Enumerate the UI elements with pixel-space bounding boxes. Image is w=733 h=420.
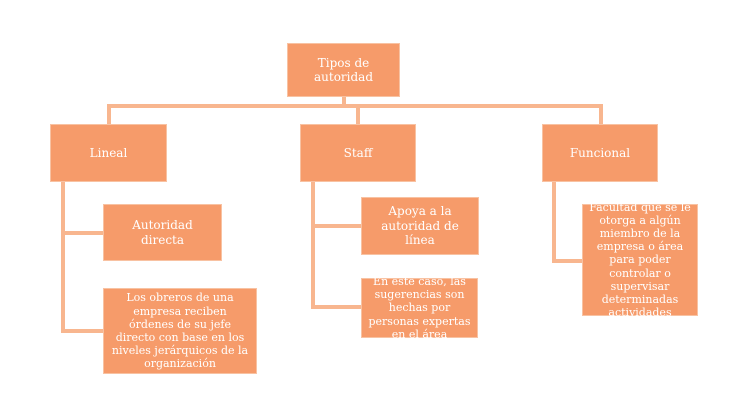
child-node-staff-1: Apoya a la autoridad de línea <box>361 197 479 255</box>
root-node: Tipos de autoridad <box>287 43 400 97</box>
child-node-lineal-2: Los obreros de una empresa reciben órden… <box>103 288 257 374</box>
child-node-label: Autoridad directa <box>132 218 193 247</box>
root-node-label: Tipos de autoridad <box>313 55 374 84</box>
child-node-staff-2: En este caso, las sugerencias son hechas… <box>361 275 478 341</box>
child-node-label: Facultad que se le otorga a algún miembr… <box>589 200 691 320</box>
child-node-lineal-1: Autoridad directa <box>103 204 222 261</box>
branch-node-label: Funcional <box>569 145 631 160</box>
branch-node-lineal: Lineal <box>50 124 167 182</box>
branch-node-funcional: Funcional <box>542 124 658 182</box>
branch-node-label: Lineal <box>89 145 128 160</box>
child-node-label: En este caso, las sugerencias son hechas… <box>368 275 471 341</box>
child-node-label: Apoya a la autoridad de línea <box>381 204 459 248</box>
branch-node-staff: Staff <box>300 124 416 182</box>
branch-node-label: Staff <box>343 145 373 160</box>
child-node-label: Los obreros de una empresa reciben órden… <box>111 291 249 371</box>
child-node-funcional-1: Facultad que se le otorga a algún miembr… <box>582 201 698 319</box>
